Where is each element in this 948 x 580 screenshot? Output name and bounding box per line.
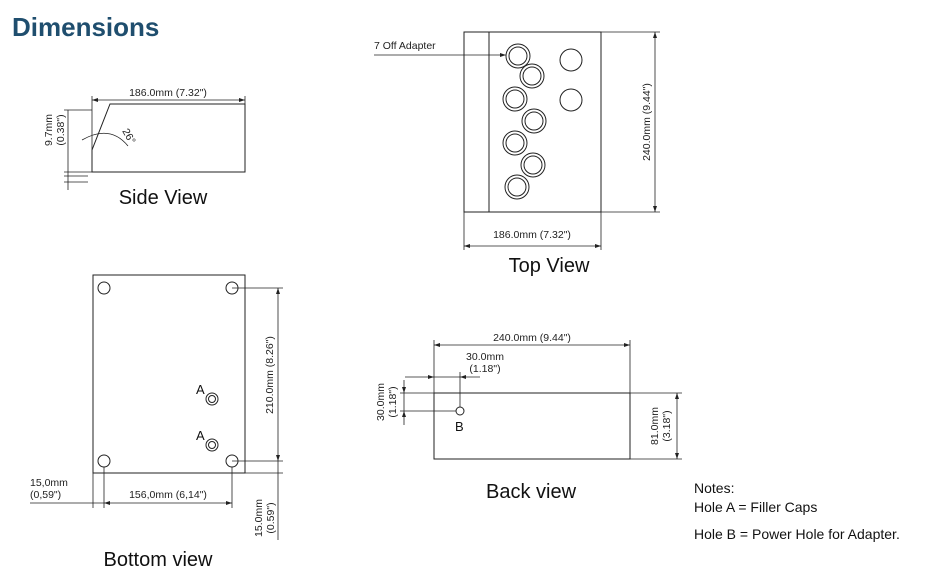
back-view-width-dim: 240.0mm (9.44") <box>493 332 571 344</box>
side-view-height-mm: 9.7mm <box>43 114 55 146</box>
side-view-angle: 26° <box>119 127 137 147</box>
side-view-height-in: (0.38") <box>55 114 67 145</box>
notes: Notes: Hole A = Filler Caps Hole B = Pow… <box>694 480 900 542</box>
top-view-adapter-label: 7 Off Adapter <box>374 40 436 52</box>
notes-line-2: Hole B = Power Hole for Adapter. <box>694 526 900 542</box>
back-view: B 240.0mm (9.44") 30.0mm (1.18") 30.0mm … <box>375 332 682 503</box>
side-view-width-dim: 186.0mm (7.32") <box>129 87 207 99</box>
side-view-outline <box>91 103 246 173</box>
back-view-vert-mm: 30.0mm <box>375 383 387 421</box>
bottom-view-outline <box>92 274 246 474</box>
hole-a-lower <box>205 438 219 452</box>
top-view-outline <box>463 31 602 213</box>
hole-b-label: B <box>455 419 464 434</box>
back-view-offset-in: (1.18") <box>469 363 500 375</box>
back-view-outline <box>433 392 631 460</box>
side-view: 186.0mm (7.32") 9.7mm (0.38") 26° Side V… <box>43 87 246 209</box>
top-view-height-dim: 240.0mm (9.44") <box>641 83 653 161</box>
back-view-height-mm: 81.0mm <box>649 407 661 445</box>
bottom-view-title: Bottom view <box>104 549 213 571</box>
top-view-title: Top View <box>509 255 590 277</box>
adapter-holes <box>502 43 547 200</box>
notes-line-1: Hole A = Filler Caps <box>694 499 817 515</box>
bottom-view: A A 210.0mm (8.26") 15,0mm (0,59") 156,0… <box>30 274 283 571</box>
back-view-height-in: (3.18") <box>661 410 673 441</box>
hole-a-upper <box>205 392 219 406</box>
hole-b <box>455 406 465 416</box>
bottom-view-bottom-dim-mm: 15.0mm <box>253 499 265 537</box>
top-view: 7 Off Adapter 240.0mm (9.44") 186.0mm (7… <box>374 31 660 277</box>
bottom-view-left-dim-mm: 15,0mm <box>30 477 68 489</box>
side-view-title: Side View <box>119 187 208 209</box>
page-title: Dimensions <box>12 12 160 42</box>
bottom-view-bottom-dim-in: (0.59") <box>265 502 277 533</box>
top-view-width-dim: 186.0mm (7.32") <box>493 229 571 241</box>
bottom-view-height-dim: 210.0mm (8.26") <box>264 336 276 414</box>
back-view-offset-mm: 30.0mm <box>466 351 504 363</box>
angle-arc <box>81 132 129 147</box>
notes-title: Notes: <box>694 480 734 496</box>
bottom-view-left-dim-in: (0,59") <box>30 489 61 501</box>
back-view-title: Back view <box>486 481 577 503</box>
bottom-view-width-dim: 156,0mm (6,14") <box>129 489 207 501</box>
back-view-vert-in: (1.18") <box>387 386 399 417</box>
hole-a-label-lower: A <box>196 428 205 443</box>
hole-a-label-upper: A <box>196 382 205 397</box>
